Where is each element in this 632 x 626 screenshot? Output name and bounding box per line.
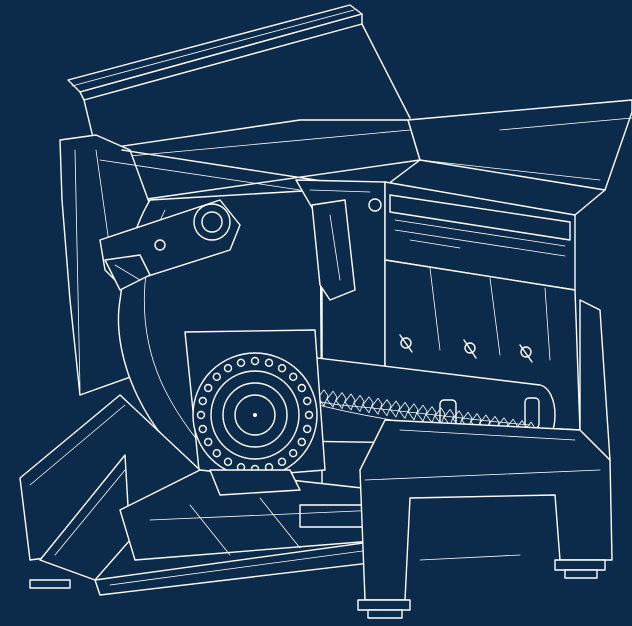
rotor-tooth <box>389 400 401 418</box>
gear-bolt <box>303 424 312 434</box>
gear-bolt <box>223 364 233 373</box>
knife-holder <box>399 334 413 353</box>
gear-bolt <box>297 437 306 447</box>
rotor-tooth <box>362 396 374 414</box>
rotor-tooth <box>326 390 338 408</box>
feed-hopper <box>95 99 632 216</box>
gear-bolt <box>289 372 298 381</box>
rotor-tooth <box>344 393 356 411</box>
rotor-tooth <box>416 404 428 422</box>
gear-bolt <box>212 449 222 458</box>
gear-bolt <box>264 358 274 367</box>
gear-bolt <box>198 396 208 406</box>
gear-bolt <box>277 457 287 466</box>
pusher-arm <box>99 149 381 291</box>
gear-bolt <box>289 449 298 458</box>
knife-holder <box>519 344 533 363</box>
rotor-tooth <box>398 402 410 419</box>
rotor-tooth <box>317 389 329 407</box>
gear-bolt <box>304 410 314 420</box>
support-legs <box>29 299 613 619</box>
knife-holder <box>463 339 477 359</box>
rotor-tooth <box>434 407 446 425</box>
gear-bolt <box>198 424 208 434</box>
rotor-tooth <box>371 397 383 415</box>
gear-bolt <box>203 437 213 447</box>
gear-bolt <box>236 358 246 367</box>
gear-ring-bolts <box>196 356 314 474</box>
rotor-tooth <box>380 399 392 416</box>
rotor-tooth <box>335 392 347 409</box>
rotor-bearing-housing <box>184 329 326 481</box>
gear-bolt <box>212 372 222 381</box>
gear-bolt <box>297 383 306 393</box>
gear-bolt <box>303 396 312 406</box>
hopper-lid <box>67 4 411 151</box>
rotor-tooth <box>407 403 419 421</box>
gear-bolt <box>223 457 233 466</box>
gear-bolt <box>196 410 206 420</box>
rotor-tooth <box>425 406 437 423</box>
rotor-tooth <box>353 395 365 412</box>
gear-bolt <box>250 356 260 366</box>
gear-bolt <box>277 364 287 373</box>
gear-bolt <box>203 383 213 393</box>
machine-frame-base <box>94 469 396 596</box>
knife-holders <box>399 334 533 363</box>
